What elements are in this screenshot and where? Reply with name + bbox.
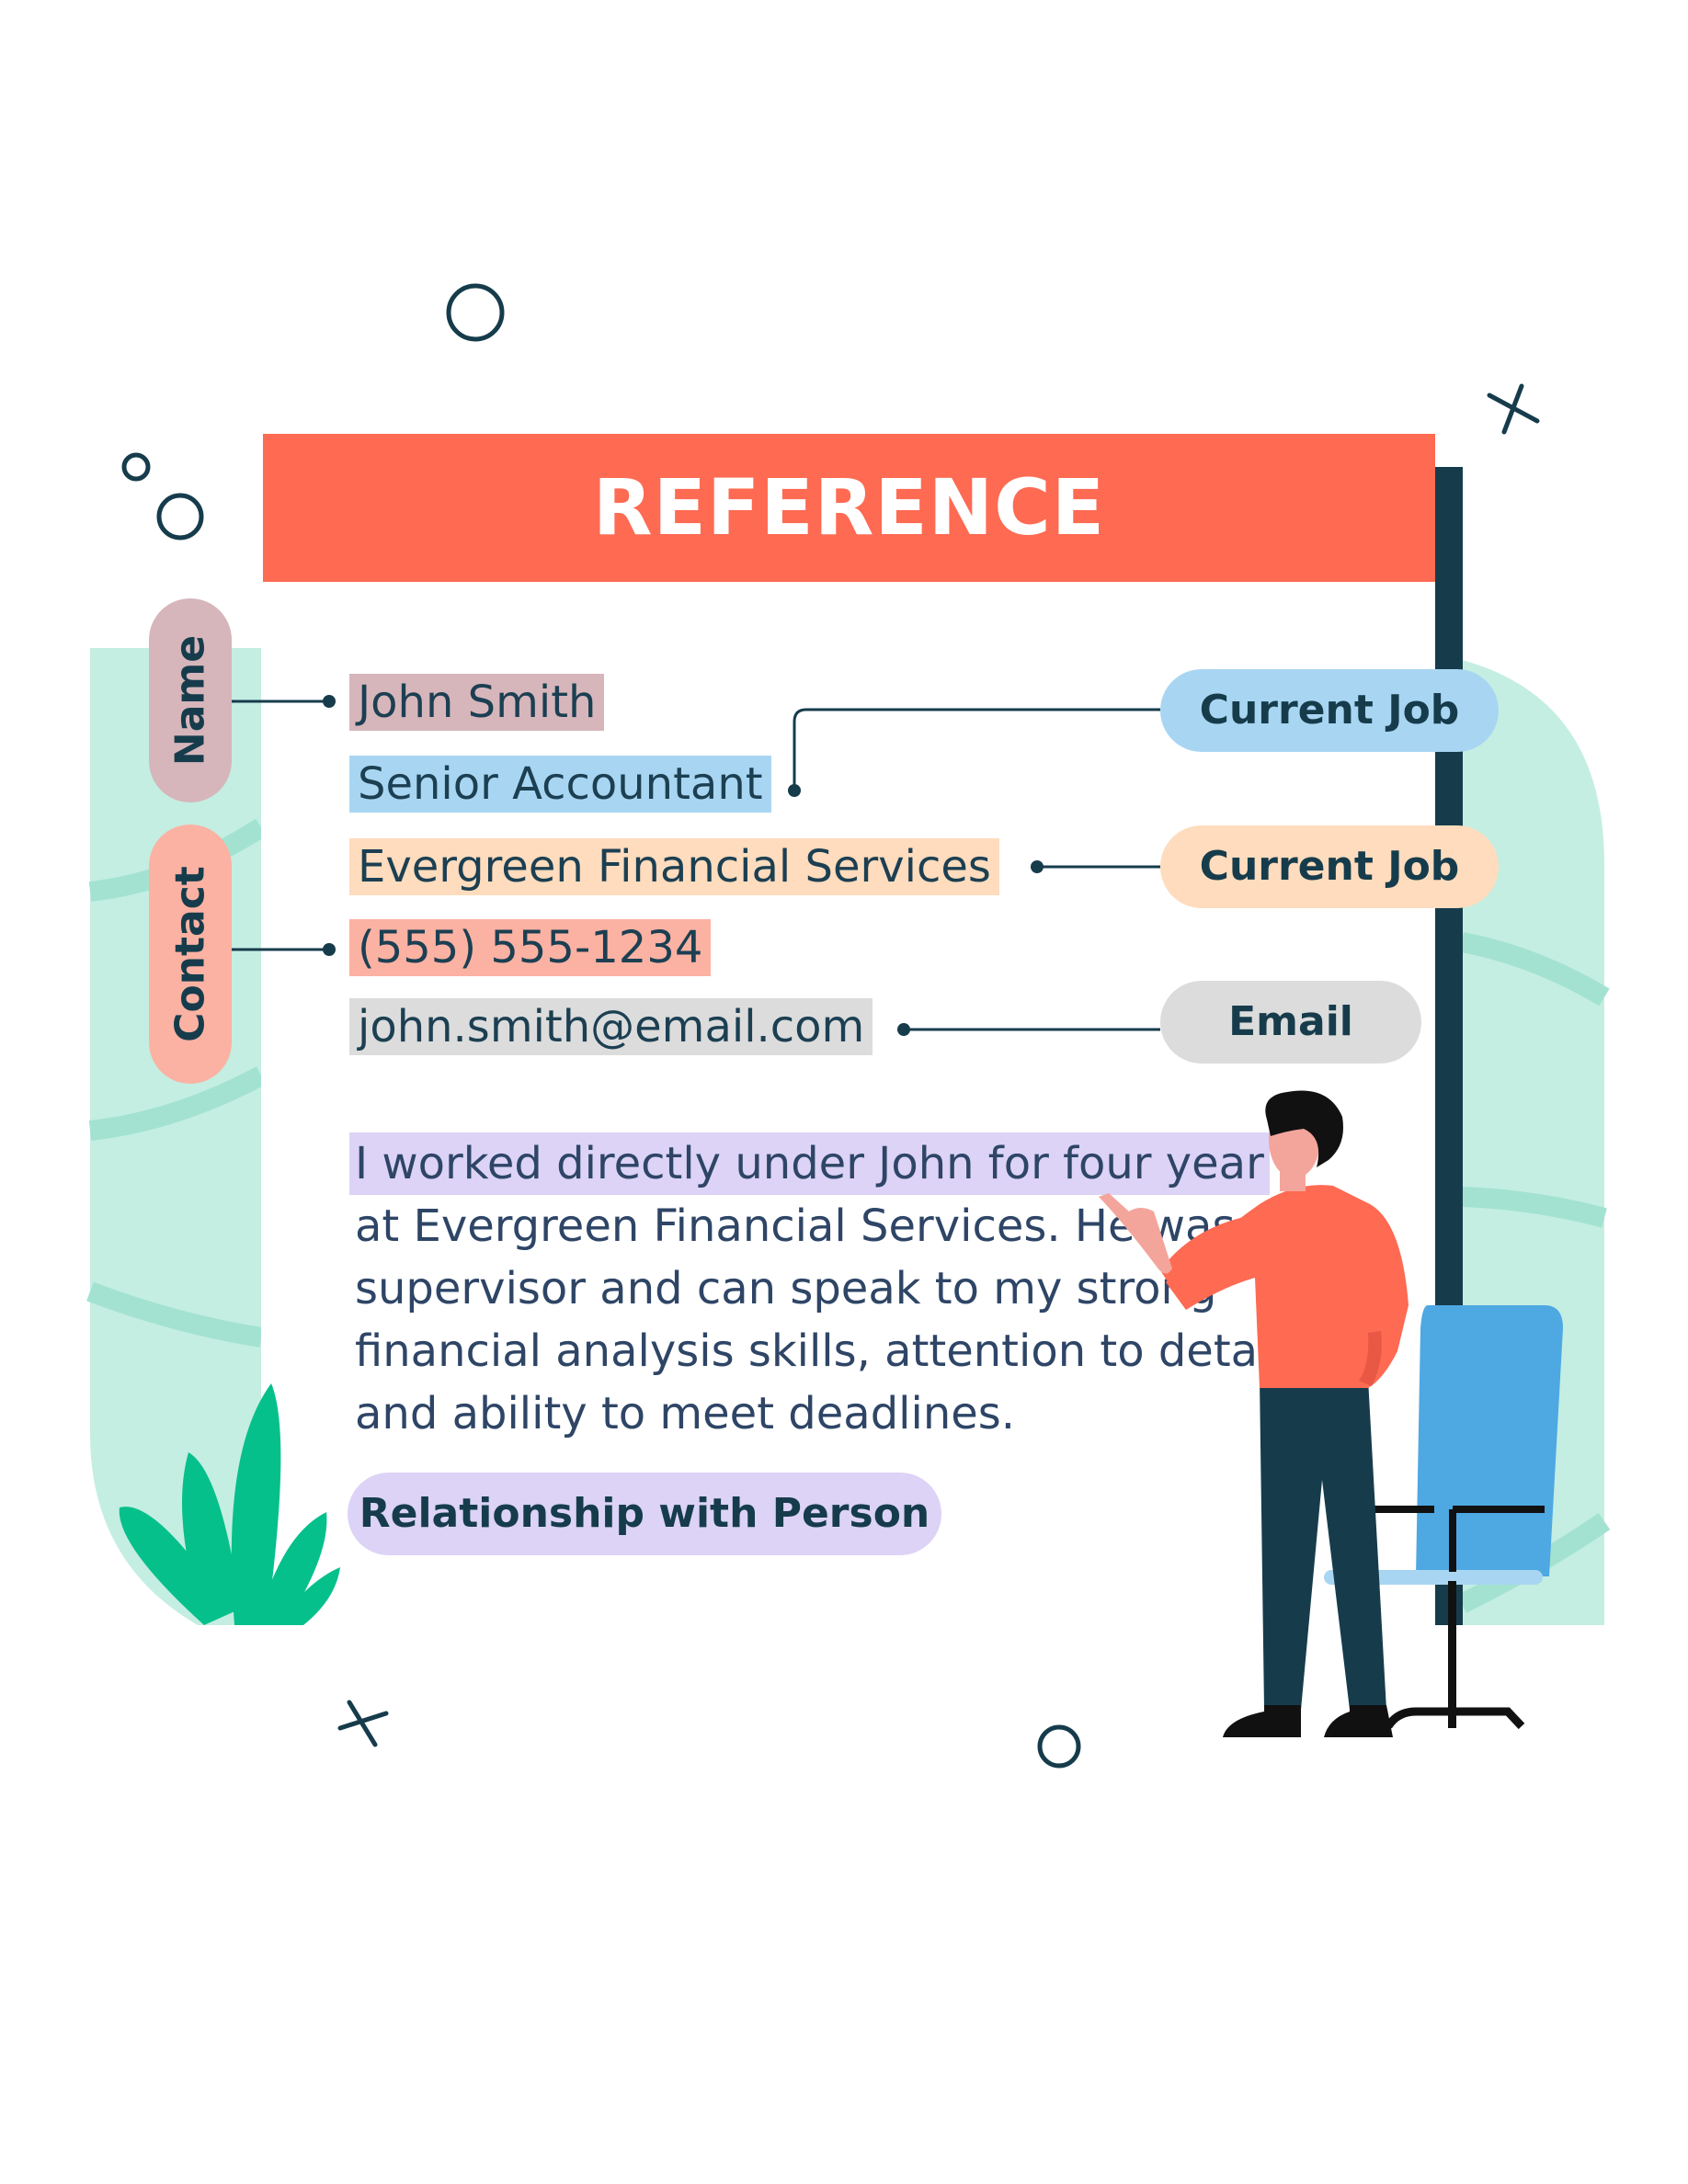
statement-line-3: supervisor and can speak to my strong	[355, 1263, 1217, 1314]
name-label-pill: Name	[149, 598, 232, 802]
company-field: Evergreen Financial Services	[349, 838, 999, 895]
header-banner: REFERENCE	[263, 434, 1435, 582]
person-legs	[1260, 1379, 1386, 1710]
connector-lines	[232, 700, 1160, 1031]
statement-line-2: at Evergreen Financial Services. He was	[355, 1200, 1236, 1252]
job-title-field: Senior Accountant	[349, 756, 771, 813]
current-job-pill-2: Current Job	[1160, 825, 1499, 908]
email-pill: Email	[1160, 981, 1421, 1064]
current-job-pill: Current Job	[1160, 669, 1499, 752]
deco-cross-icon	[337, 1700, 389, 1747]
hand-icon	[1099, 1193, 1172, 1274]
header-title: REFERENCE	[592, 462, 1106, 552]
right-wave-1	[1459, 932, 1610, 1007]
name-field: John Smith	[349, 674, 605, 731]
plant-icon	[119, 1383, 340, 1625]
relationship-pill: Relationship with Person	[348, 1473, 941, 1555]
deco-cross-icon	[1487, 383, 1540, 435]
hair	[1265, 1090, 1343, 1167]
right-wave-2	[1461, 1187, 1607, 1228]
left-wave-3	[86, 1281, 263, 1348]
deco-circle-icon	[121, 452, 151, 482]
statement-line-4: financial analysis skills, attention to …	[355, 1325, 1259, 1377]
phone-field: (555) 555-1234	[349, 919, 712, 976]
shoe-icon	[1324, 1705, 1393, 1737]
contact-label-pill: Contact	[149, 825, 232, 1084]
statement-line-5: and ability to meet deadlines.	[355, 1388, 1016, 1439]
deco-circle-icon	[156, 493, 204, 540]
connector-dots	[323, 695, 1044, 1036]
left-wave-2	[88, 1066, 267, 1141]
email-field: john.smith@email.com	[349, 998, 873, 1055]
statement-line-1: I worked directly under John for four ye…	[349, 1132, 1270, 1195]
deco-circle-icon	[1037, 1724, 1081, 1769]
job-connector	[793, 708, 1160, 791]
deco-circle-icon	[446, 283, 505, 342]
shoe-icon	[1223, 1705, 1301, 1737]
